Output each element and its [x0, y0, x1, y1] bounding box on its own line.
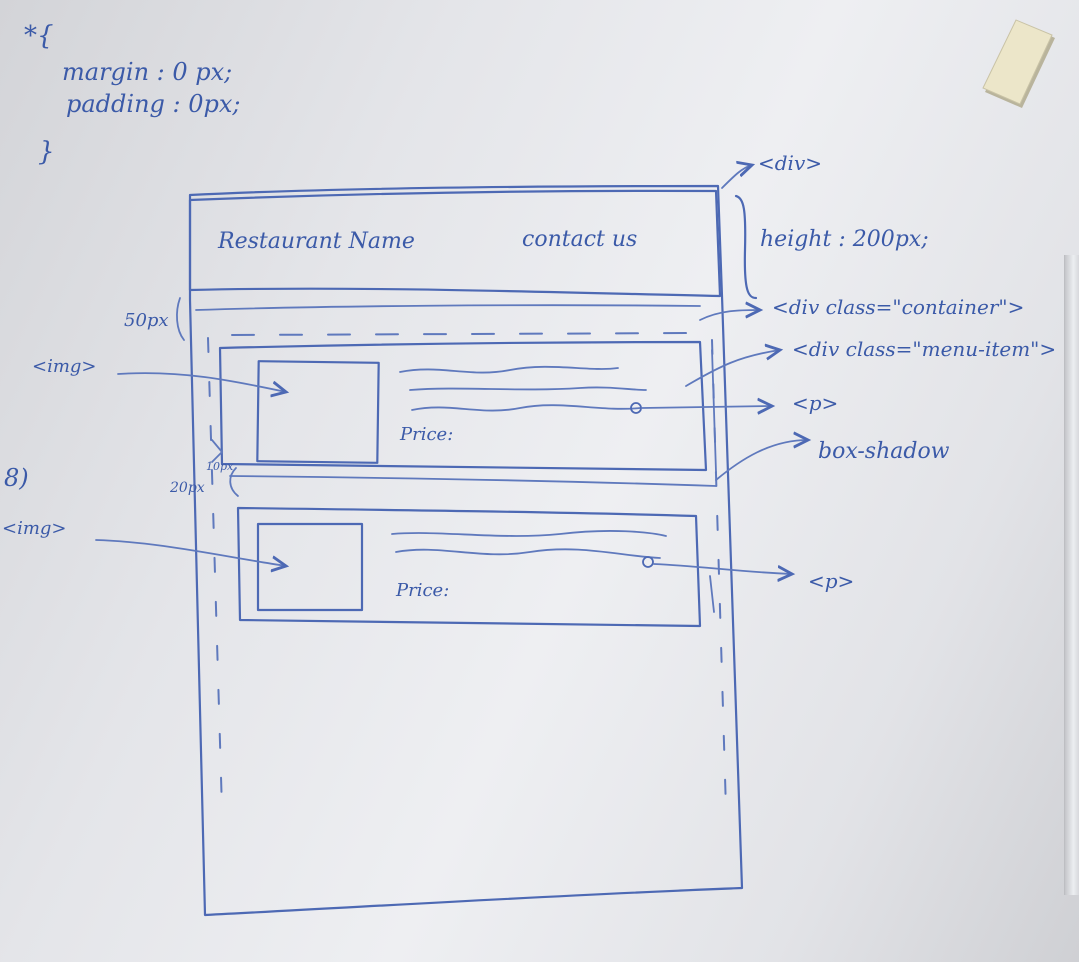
img-label: <img>	[2, 518, 67, 539]
menu-item-class-label: <div class="menu-item">	[792, 337, 1056, 361]
container-class-label: <div class="container">	[772, 295, 1024, 319]
p-marker	[642, 556, 654, 568]
css-reset-note: *{ margin : 0 px; padding : 0px; }	[24, 21, 241, 167]
menu-item-card: Price:	[236, 506, 715, 628]
text-line-1	[391, 530, 667, 537]
menu-item-image-box	[256, 522, 364, 612]
menu-item-arrow	[685, 350, 780, 387]
p-label: <p>	[808, 569, 854, 593]
p-arrow	[641, 406, 772, 408]
item-number-label: 8)	[4, 464, 29, 492]
inner-spacing-mark	[211, 439, 224, 463]
container-box	[176, 297, 727, 811]
menu-item-shadow-edge	[711, 349, 717, 473]
container-top-line	[195, 304, 701, 311]
box-shadow-label: box-shadow	[818, 439, 950, 464]
container-arrow	[699, 310, 760, 321]
menu-item-shadow-bottom	[229, 475, 717, 487]
div-arrow	[721, 165, 752, 189]
css-margin-text: margin : 0 px;	[62, 58, 232, 86]
text-line-1	[399, 365, 619, 374]
box-shadow-arrow	[715, 440, 808, 481]
container-spacing-bracket	[176, 297, 185, 341]
price-label: Price:	[395, 580, 449, 601]
img-arrow	[95, 539, 286, 566]
inner-spacing-label: 10px	[206, 460, 234, 473]
restaurant-name-text: Restaurant Name	[217, 229, 415, 254]
img-arrow	[117, 372, 286, 392]
css-selector-text: *{	[24, 21, 54, 51]
page-outline	[188, 184, 744, 917]
menu-item-shadow-edge	[709, 575, 715, 613]
header-box: Restaurant Name contact us	[188, 189, 722, 298]
css-close-brace: }	[38, 137, 55, 167]
p-label: <p>	[792, 391, 838, 415]
text-line-2	[409, 386, 647, 391]
div-label: <div>	[758, 151, 822, 175]
text-line-2	[395, 548, 661, 559]
board-frame-edge	[1064, 255, 1079, 895]
container-spacing-label: 50px	[124, 310, 169, 331]
css-padding-text: padding : 0px;	[66, 90, 241, 118]
header-height-bracket	[734, 194, 758, 300]
menu-item-image-box	[256, 360, 380, 464]
p-arrow	[653, 563, 792, 574]
text-line-3	[411, 404, 641, 412]
gap-label: 20px	[169, 480, 205, 496]
p-marker	[630, 402, 642, 414]
img-label: <img>	[32, 356, 97, 377]
menu-item-card: Price:	[218, 340, 717, 487]
gap-bracket	[229, 467, 239, 497]
contact-us-text: contact us	[522, 227, 637, 252]
price-label: Price:	[399, 424, 453, 445]
eraser-object	[982, 19, 1055, 108]
height-label: height : 200px;	[760, 227, 929, 252]
